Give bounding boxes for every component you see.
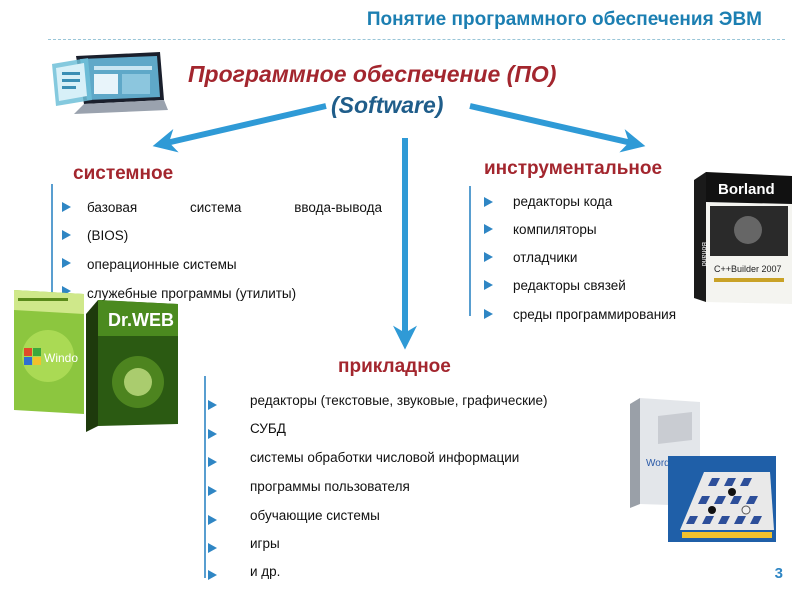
borland-side-label: Borland [700, 242, 707, 266]
applied-bullet [208, 570, 217, 580]
header-title: Понятие программного обеспечения ЭВМ [366, 9, 762, 30]
instrumental-bullet [484, 224, 493, 234]
cbuilder-label: C++Builder 2007 [714, 264, 782, 274]
applied-bullet [208, 515, 217, 525]
main-title: Программное обеспечение (ПО) [188, 61, 557, 87]
header-divider [48, 39, 785, 40]
windows-box-image: Windo [14, 290, 84, 414]
borland-box-image: Borland C++Builder 2007 Borland [694, 172, 792, 304]
systemic-bullet [62, 202, 71, 212]
systemic-item: служебные программы (утилиты) [87, 286, 297, 301]
applied-item: и др. [250, 564, 281, 579]
instrumental-item: редакторы кода [513, 194, 613, 209]
applied-item: обучающие системы [250, 508, 380, 523]
laptop-image [48, 48, 170, 120]
windows-box-label: Windo [44, 351, 78, 365]
instrumental-bullet [484, 252, 493, 262]
page-number: 3 [774, 565, 783, 582]
applied-item: СУБД [250, 421, 286, 436]
applied-bullet [208, 486, 217, 496]
applied-bullet [208, 543, 217, 553]
systemic-bullet [62, 230, 71, 240]
office-and-game-image: Word [630, 398, 776, 542]
instrumental-item: редакторы связей [513, 278, 626, 293]
systemic-title: системное [73, 163, 174, 184]
applied-item: программы пользователя [250, 479, 410, 494]
instrumental-item: отладчики [513, 250, 578, 265]
systemic-item: базовая система ввода-вывода [87, 200, 382, 215]
applied-title: прикладное [338, 356, 451, 377]
borland-box-label: Borland [718, 181, 775, 198]
drweb-box-label: Dr.WEB [108, 310, 174, 330]
arrow-to-systemic [152, 103, 327, 153]
systemic-item: операционные системы [87, 257, 237, 272]
instrumental-item: среды программирования [513, 307, 677, 322]
systemic-item: (BIOS) [87, 228, 129, 243]
instrumental-bullet [484, 309, 493, 319]
main-subtitle: (Software) [331, 92, 444, 118]
systemic-bullet [62, 258, 71, 268]
applied-item: редакторы (текстовые, звуковые, графичес… [250, 393, 548, 408]
applied-bullet [208, 457, 217, 467]
word-box-label: Word [646, 458, 670, 469]
instrumental-bullet [484, 197, 493, 207]
instrumental-bullet [484, 280, 493, 290]
applied-bullet [208, 400, 217, 410]
arrow-to-instrumental [469, 103, 646, 153]
instrumental-item: компиляторы [513, 222, 597, 237]
instrumental-title: инструментальное [484, 158, 663, 179]
applied-item: системы обработки числовой информации [250, 450, 520, 465]
applied-item: игры [250, 536, 280, 551]
systemic-bullet [62, 286, 71, 296]
drweb-box-image: Dr.WEB [86, 300, 178, 432]
applied-bullet [208, 429, 217, 439]
